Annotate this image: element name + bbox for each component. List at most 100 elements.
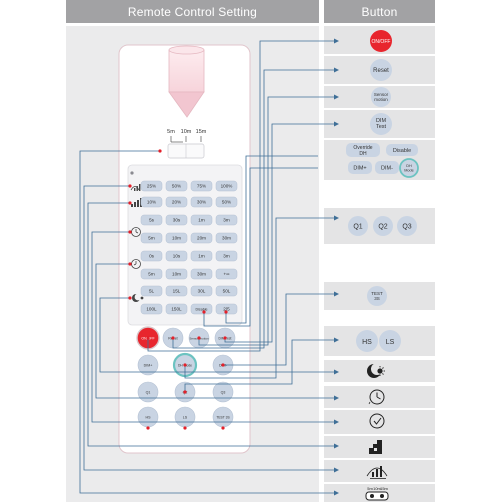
keypad-key[interactable] <box>140 285 163 297</box>
keypad-key[interactable] <box>190 268 213 280</box>
legend-dial-label-5m: 5m <box>367 486 373 491</box>
keypad-key[interactable] <box>140 214 163 226</box>
connector-dim-test <box>224 123 334 343</box>
legend-ls-label: LS <box>386 339 395 346</box>
keypad-key-label: 30% <box>197 200 206 205</box>
legend-dh-mode-label-mode: Mode <box>404 169 414 173</box>
keypad-key-label: +∞ <box>224 272 230 277</box>
keypad-key[interactable] <box>190 250 213 262</box>
keypad-key[interactable] <box>165 180 188 192</box>
legend-dim-plus-label: DIM+ <box>353 166 366 172</box>
keypad-key[interactable] <box>140 303 163 315</box>
connector-timer-b <box>91 231 334 423</box>
header-remote-control-setting: Remote Control Setting <box>66 0 319 23</box>
keypad-key[interactable] <box>215 250 238 262</box>
legend-override-dh-button <box>346 143 380 157</box>
legend-reset-label: Reset <box>373 68 389 74</box>
hs-button-label: HS <box>146 416 152 420</box>
keypad-key[interactable] <box>165 232 188 244</box>
keypad-key-label: 30s <box>173 218 181 223</box>
header-button: Button <box>324 0 435 23</box>
q3-button[interactable] <box>212 381 234 403</box>
legend-q1-button <box>348 216 368 236</box>
legend-disable-button <box>386 144 418 156</box>
legend-ls-button <box>379 330 401 352</box>
keypad-key[interactable] <box>165 285 188 297</box>
keypad-key[interactable] <box>215 303 238 315</box>
keypad-key[interactable] <box>165 268 188 280</box>
remote-dial-label-15m: 15m <box>196 129 207 135</box>
legend-q2-button <box>373 216 393 236</box>
keypad-key[interactable] <box>190 196 213 208</box>
keypad-key[interactable] <box>165 303 188 315</box>
keypad-key[interactable] <box>190 285 213 297</box>
keypad-key-label: 0s <box>149 254 155 259</box>
connector-reset <box>172 69 334 349</box>
q3-button-label: Q3 <box>221 391 226 395</box>
keypad-key-label: 50L <box>223 289 231 294</box>
keypad-key[interactable] <box>140 250 163 262</box>
legend-dim-test-button <box>370 113 392 135</box>
legend-test-3s-label-3s: 3S <box>374 296 380 301</box>
keypad-key-label: 30m <box>197 272 206 277</box>
legend-column: ON/OFF Reset Sensor motion DIM Test Over… <box>346 30 419 501</box>
keypad-key-label: 150L <box>171 307 182 312</box>
keypad-key[interactable] <box>215 214 238 226</box>
keypad-key[interactable] <box>215 232 238 244</box>
remote-dial-label-10m: 10m <box>181 129 192 135</box>
keypad-key[interactable] <box>215 180 238 192</box>
keypad-key[interactable] <box>140 180 163 192</box>
keypad-key-label: 50% <box>172 184 181 189</box>
crescent-sun-icon <box>132 293 144 302</box>
keypad-key-label: 5m <box>148 272 155 277</box>
legend-override-label: Override <box>353 145 372 151</box>
legend-dim-plus-button <box>348 161 372 174</box>
legend-dh-mode-button <box>399 158 419 178</box>
legend-dh-label: DH <box>359 151 367 157</box>
test-button-label: TEST 3S <box>216 416 230 420</box>
keypad-key-label: 100L <box>146 307 157 312</box>
keypad-key[interactable] <box>165 250 188 262</box>
keypad-key[interactable] <box>190 232 213 244</box>
keypad-key[interactable] <box>165 196 188 208</box>
q1-button[interactable] <box>137 381 159 403</box>
keypad-key-label: 30L <box>198 289 206 294</box>
legend-q3-button <box>397 216 417 236</box>
legend-range-dial-icon: 5m 10m 15m <box>365 486 389 501</box>
connector-hs-ls <box>184 339 334 392</box>
keypad-key[interactable] <box>190 303 213 315</box>
keypad-key[interactable] <box>140 268 163 280</box>
legend-sensor-label: Sensor <box>374 92 389 97</box>
legend-motion-label: motion <box>374 97 388 102</box>
legend-cell-timer-a <box>324 386 435 408</box>
keypad-key-label: 25% <box>147 184 156 189</box>
legend-dial-label-15m: 15m <box>380 486 388 491</box>
legend-dim-minus-label: DIM- <box>381 166 393 172</box>
legend-timer-icon <box>369 413 385 429</box>
legend-hs-label: HS <box>362 339 372 346</box>
connector-dial <box>79 150 334 494</box>
keypad-key-label: 75% <box>197 184 206 189</box>
keypad-key[interactable] <box>215 285 238 297</box>
keypad-key[interactable] <box>215 196 238 208</box>
keypad-key-label: 100% <box>221 184 233 189</box>
keypad-key[interactable] <box>165 214 188 226</box>
remote-sensor-lens <box>168 45 205 118</box>
keypad-key-label: 20% <box>172 200 181 205</box>
keypad-key-label: 10m <box>172 236 181 241</box>
keypad-key[interactable] <box>190 180 213 192</box>
keypad-key-label: 10% <box>147 200 156 205</box>
keypad-key[interactable] <box>140 232 163 244</box>
connector-stairs <box>87 202 334 447</box>
legend-q3-label: Q3 <box>402 224 411 231</box>
keypad-key[interactable] <box>140 196 163 208</box>
keypad-key[interactable] <box>215 268 238 280</box>
dim-plus-button[interactable] <box>137 354 159 376</box>
keypad-key[interactable] <box>190 214 213 226</box>
connector-markers <box>128 149 228 430</box>
keypad-key-label: 10s <box>173 254 181 259</box>
legend-on-off-button <box>370 30 392 52</box>
